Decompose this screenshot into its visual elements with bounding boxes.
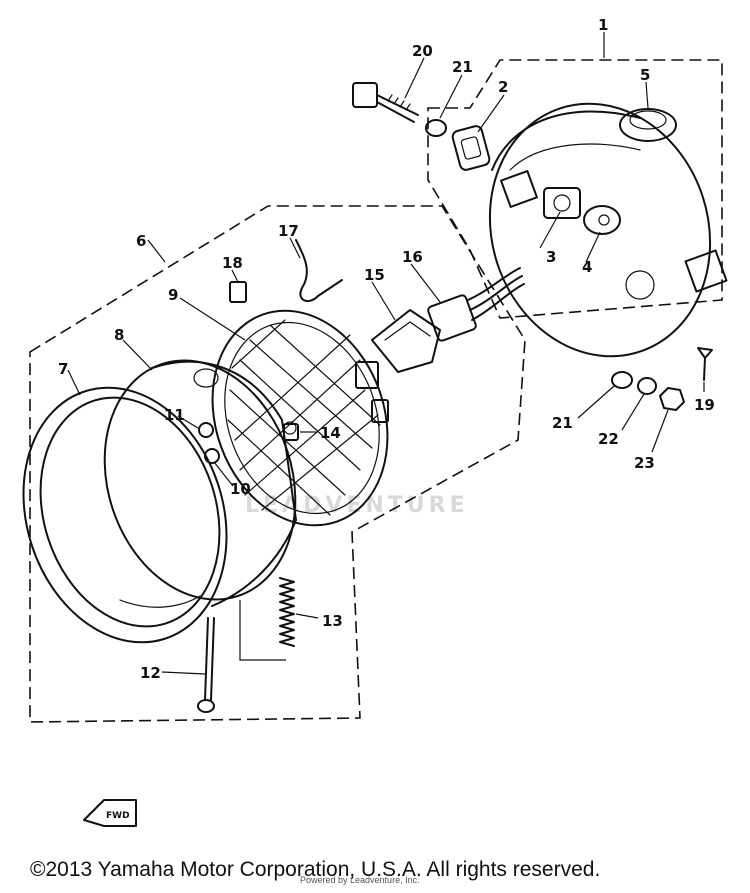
callout-labels: 1 2 3 4 5 6 7 8 9 10 11 12 13 14 15 16 1… [58, 16, 715, 682]
cushion-2 [451, 125, 491, 171]
headlight-body-8 [103, 359, 297, 607]
nut-23 [659, 387, 685, 411]
callout-16: 16 [402, 248, 423, 266]
callout-14: 14 [320, 424, 341, 442]
bolt-20 [352, 82, 419, 123]
adjusting-screw-12 [197, 617, 215, 713]
sealed-beam-9 [211, 309, 389, 527]
callout-7: 7 [58, 360, 68, 378]
spring-13 [279, 577, 295, 647]
callout-18: 18 [222, 254, 243, 272]
callout-2: 2 [498, 78, 508, 96]
callout-13: 13 [322, 612, 343, 630]
clip-18 [229, 281, 247, 303]
callout-20: 20 [412, 42, 433, 60]
socket-cover-15 [371, 309, 441, 373]
callout-6: 6 [136, 232, 146, 250]
callout-21-upper: 21 [452, 58, 473, 76]
group-boundary-housing [427, 59, 723, 319]
callout-17: 17 [278, 222, 299, 240]
callout-22: 22 [598, 430, 619, 448]
clip-14 [283, 423, 299, 441]
screw-19 [697, 347, 713, 381]
fwd-arrow-icon: FWD [83, 799, 137, 827]
connector-16 [427, 267, 525, 342]
bulb-4 [583, 205, 621, 235]
callout-15: 15 [364, 266, 385, 284]
callout-1: 1 [598, 16, 608, 34]
callout-8: 8 [114, 326, 124, 344]
lockwasher-22 [637, 377, 657, 395]
callout-12: 12 [140, 664, 161, 682]
callout-3: 3 [546, 248, 556, 266]
washer-21-lower [611, 371, 633, 389]
callout-10: 10 [230, 480, 251, 498]
fwd-label: FWD [106, 811, 130, 821]
callout-9: 9 [168, 286, 178, 304]
copyright-notice: ©2013 Yamaha Motor Corporation, U.S.A. A… [30, 858, 601, 881]
callout-23: 23 [634, 454, 655, 472]
rim-7 [22, 386, 228, 644]
callout-5: 5 [640, 66, 650, 84]
callout-21-lower: 21 [552, 414, 573, 432]
headlight-housing [488, 102, 728, 358]
bulb-socket-3 [543, 187, 581, 219]
group-boundary-lens [29, 205, 526, 723]
washer-21-upper [425, 119, 447, 137]
bracket-12-13 [239, 600, 286, 661]
callout-11: 11 [164, 406, 185, 424]
grommet-5 [619, 108, 677, 142]
callout-19: 19 [694, 396, 715, 414]
spring-clip-17 [295, 239, 343, 303]
powered-by-note: Powered by Leadventure, Inc. [300, 875, 420, 885]
callout-4: 4 [582, 258, 592, 276]
screw-10 [204, 448, 220, 464]
watermark-text: LEADVENTURE [245, 493, 469, 518]
leader-lines [67, 32, 705, 675]
nut-11 [198, 422, 214, 438]
